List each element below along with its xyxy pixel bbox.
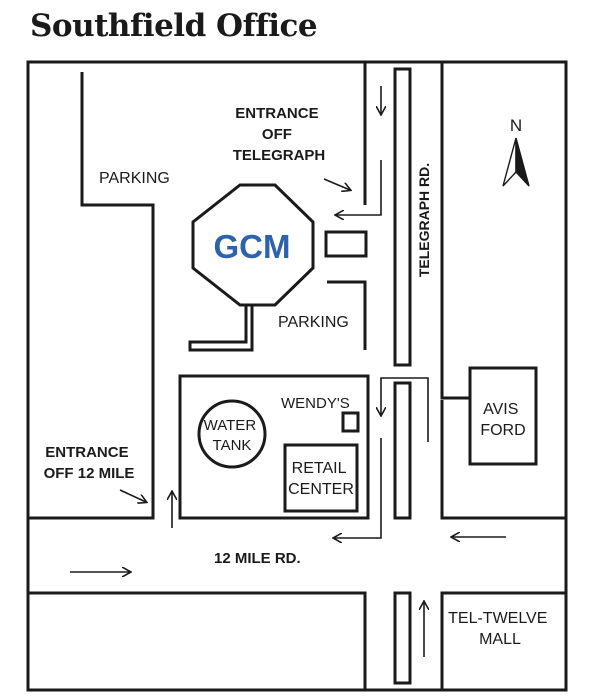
north-arrow-icon xyxy=(502,137,530,187)
block-east-mid xyxy=(440,400,566,520)
telegraph-median-north xyxy=(393,67,412,367)
telegraph-median-far-south xyxy=(393,591,412,685)
entrance-telegraph-label: ENTRANCE OFF TELEGRAPH xyxy=(233,105,326,164)
arrow-u-turn xyxy=(381,377,429,442)
parking-left-label: PARKING xyxy=(99,170,170,187)
page-title: Southfield Office xyxy=(30,8,318,44)
arrow-entrance-telegraph xyxy=(323,178,350,190)
arrow-turn-into-gcm xyxy=(336,160,382,215)
parking-lot-edge xyxy=(327,280,367,350)
wendys-building xyxy=(341,411,360,433)
gcm-building xyxy=(191,183,315,307)
wendys-label: WENDY'S xyxy=(281,395,350,412)
north-label: N xyxy=(510,116,522,135)
arrow-entrance-12-mile xyxy=(119,489,146,502)
gcm-walkway xyxy=(188,305,254,352)
parking-structure xyxy=(324,230,368,258)
telegraph-road-label: TELEGRAPH RD. xyxy=(416,163,432,277)
block-bottom-left xyxy=(28,591,367,690)
block-top-left xyxy=(28,72,155,520)
arrow-south-to-12-mile xyxy=(334,438,382,538)
retail-center-label: RETAIL CENTER xyxy=(288,460,354,498)
gcm-logo: GCM xyxy=(214,228,291,265)
avis-ford-label: AVIS FORD xyxy=(480,401,525,439)
water-tank-label: WATER TANK xyxy=(204,417,261,454)
map-frame xyxy=(26,60,568,692)
entrance-12-mile-label: ENTRANCE OFF 12 MILE xyxy=(44,444,135,482)
wendys-block xyxy=(178,374,370,520)
block-bottom-right xyxy=(440,591,566,690)
tel-twelve-mall-label: TEL-TWELVE MALL xyxy=(448,610,552,648)
avis-ford xyxy=(468,366,538,466)
telegraph-median-south xyxy=(393,381,412,520)
block-east-top xyxy=(440,62,470,400)
water-tank xyxy=(197,399,267,469)
parking-right-label: PARKING xyxy=(278,314,349,331)
retail-center xyxy=(283,443,359,513)
twelve-mile-road-label: 12 MILE RD. xyxy=(214,550,301,567)
